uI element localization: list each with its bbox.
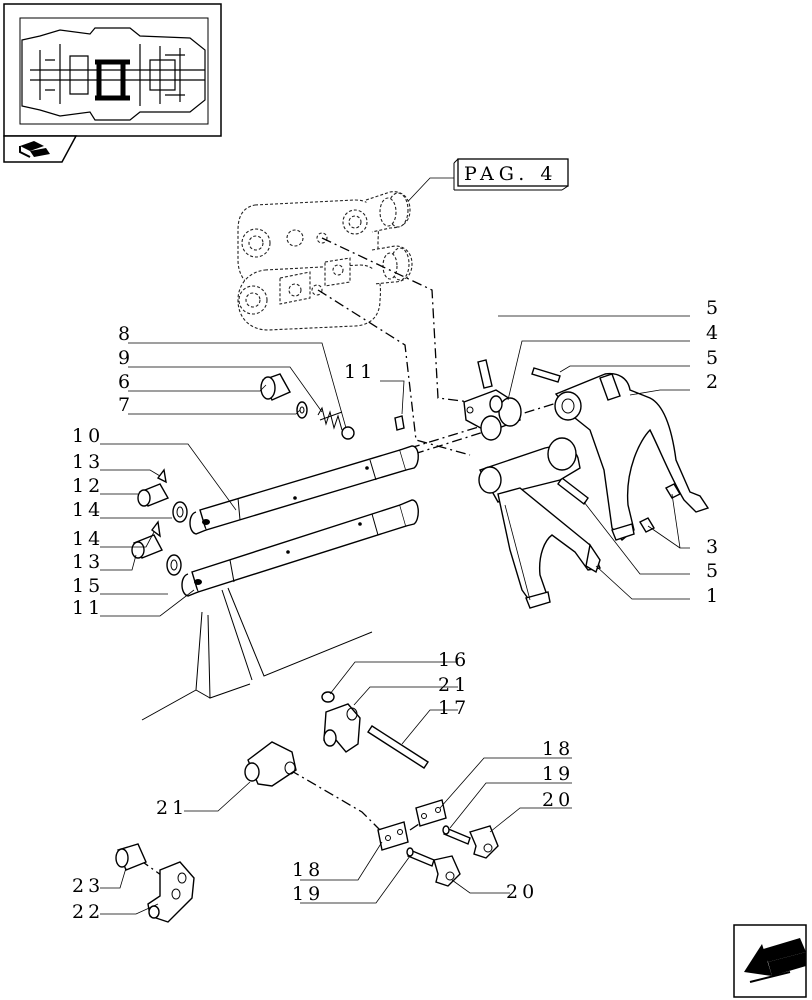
roll-pin-5-a[interactable] — [477, 359, 493, 389]
callout-15-upper: 14 — [72, 499, 104, 521]
plate-18-lower[interactable] — [377, 821, 409, 851]
plug-6[interactable] — [260, 373, 291, 401]
selector-fork-4[interactable] — [463, 389, 522, 441]
pin-12[interactable] — [394, 415, 405, 431]
callout-15-lower: 15 — [72, 575, 104, 597]
washer-15-lower[interactable] — [166, 554, 182, 576]
cotter-pin-14-lower[interactable] — [151, 520, 161, 538]
clevis-pin-13-lower[interactable] — [131, 534, 163, 559]
callout-labels: 8 9 6 7 10 13 12 14 14 13 15 11 11 5 4 5… — [72, 297, 722, 923]
callout-8: 8 — [118, 323, 134, 345]
plate-18-upper[interactable] — [415, 799, 447, 827]
callout-19-lower: 19 — [292, 883, 324, 905]
lever-22[interactable] — [147, 861, 195, 923]
callout-4: 4 — [706, 322, 722, 344]
callout-14-lower: 14 — [72, 528, 104, 550]
callout-1: 1 — [706, 585, 722, 607]
clevis-pin-13-upper[interactable] — [137, 483, 170, 507]
roll-pin-5-b[interactable] — [531, 367, 561, 383]
leader-lines — [100, 315, 690, 915]
callout-9: 9 — [118, 347, 134, 369]
page-reference[interactable]: PAG. 4 — [453, 158, 569, 191]
callout-6: 6 — [118, 371, 134, 393]
washer-7[interactable] — [296, 401, 308, 419]
page-reference-label: PAG. 4 — [464, 163, 557, 185]
gearbox-thumbnail-icon[interactable] — [3, 3, 222, 163]
assembly-lines — [139, 237, 561, 886]
clevis-20-upper[interactable] — [469, 825, 499, 859]
fork-housing-ghost — [237, 191, 413, 331]
callout-5-b: 5 — [706, 347, 722, 369]
callout-21-lower: 21 — [156, 797, 188, 819]
pin-19-lower[interactable] — [406, 847, 435, 867]
callout-23: 23 — [72, 875, 104, 897]
slide-pad-3-b[interactable] — [639, 517, 655, 533]
callout-21-upper: 21 — [438, 674, 470, 696]
callout-20-upper: 20 — [542, 789, 574, 811]
washer-15-upper[interactable] — [172, 501, 188, 523]
callout-5-a: 5 — [706, 297, 722, 319]
callout-16: 16 — [438, 649, 470, 671]
callout-20-lower: 20 — [506, 881, 538, 903]
callout-17: 17 — [438, 697, 470, 719]
detail-break-lines — [141, 587, 373, 721]
callout-13-upper: 12 — [72, 475, 104, 497]
callout-18-lower: 18 — [292, 859, 324, 881]
slide-pad-3-a[interactable] — [665, 483, 681, 499]
callout-11: 11 — [72, 597, 104, 619]
clevis-20-lower[interactable] — [433, 855, 461, 887]
callout-12: 11 — [344, 361, 376, 383]
selector-shaft-10[interactable] — [189, 445, 419, 535]
bushing-23[interactable] — [115, 843, 147, 871]
ball-8[interactable] — [341, 426, 355, 440]
callout-14-upper: 13 — [72, 451, 104, 473]
nut-16[interactable] — [321, 691, 335, 703]
spring-9[interactable] — [317, 406, 343, 431]
rod-17[interactable] — [367, 725, 429, 769]
selector-fork-1[interactable] — [478, 437, 601, 609]
callout-22: 22 — [72, 901, 104, 923]
callout-18-upper: 18 — [542, 738, 574, 760]
selector-fork-2[interactable] — [554, 372, 710, 541]
callout-3: 3 — [706, 536, 722, 558]
lever-21-lower[interactable] — [244, 741, 297, 787]
callout-10: 10 — [72, 425, 104, 447]
callout-13-lower: 13 — [72, 551, 104, 573]
cotter-pin-14-upper[interactable] — [156, 468, 167, 484]
roll-pin-5-c[interactable] — [557, 476, 589, 506]
pin-19-upper[interactable] — [442, 825, 471, 845]
callout-7: 7 — [118, 394, 134, 416]
book-icon — [19, 141, 50, 158]
callout-19-upper: 19 — [542, 763, 574, 785]
next-page-arrow-icon[interactable] — [733, 924, 807, 998]
callout-5-c: 5 — [706, 560, 722, 582]
lever-21-upper[interactable] — [323, 703, 361, 753]
callout-2: 2 — [706, 371, 722, 393]
